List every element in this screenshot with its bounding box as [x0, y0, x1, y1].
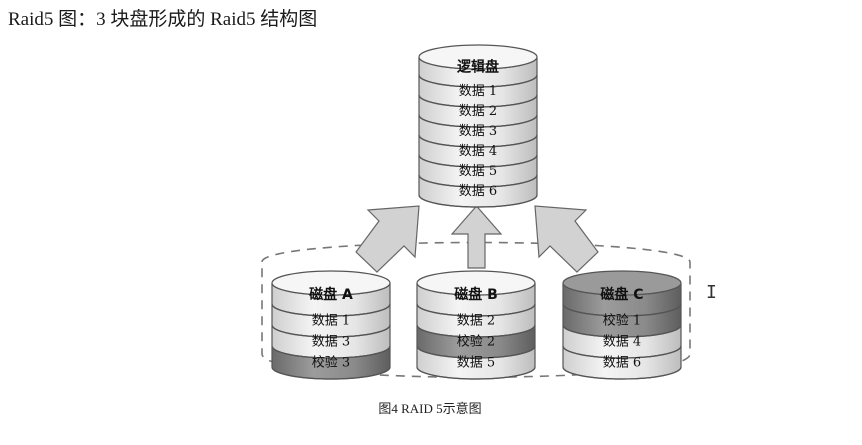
physical-disk-3-layer-label: 数据 4 [603, 335, 641, 350]
physical-disk-2: 磁盘 B 数据 2 校验 2 数据 5 [416, 270, 536, 380]
arrows-group [355, 205, 599, 273]
physical-disk-2-separator [416, 345, 536, 359]
physical-disk-1-top [271, 270, 391, 296]
physical-disks: 磁盘 A 数据 1 数据 3 校验 3 磁盘 B 数据 2 校验 2 数据 5 磁盘 C 校验 1… [271, 270, 682, 380]
logical-disk-cylinder-layer-label: 数据 1 [459, 84, 497, 99]
logical-disk-cylinder-title: 逻辑盘 [457, 58, 499, 75]
logical-disk-cylinder-layer-label: 数据 5 [459, 164, 497, 179]
physical-disk-2-layer-label: 校验 2 [457, 334, 495, 350]
arrow-disk-a-to-logical [355, 205, 420, 273]
physical-disk-1: 磁盘 A 数据 1 数据 3 校验 3 [271, 270, 391, 380]
logical-disk-cylinder-separator [418, 74, 538, 88]
physical-disk-2-layer-label: 数据 2 [457, 314, 495, 329]
logical-disk-cylinder-separator [418, 194, 538, 208]
physical-disk-2-separator [416, 366, 536, 380]
arrow-disk-b-to-logical [450, 205, 503, 269]
logical-disk-cylinder-layer-label: 数据 2 [459, 104, 497, 119]
logical-disk-cylinder-layer-label: 数据 3 [459, 124, 497, 139]
logical-disk-cylinder-layer-label: 数据 6 [459, 184, 497, 199]
physical-disk-1-separator [271, 303, 391, 317]
physical-disk-1-separator [271, 345, 391, 359]
physical-disk-2-separator [416, 303, 536, 317]
logical-disk-cylinder-layer-label: 数据 4 [459, 144, 497, 159]
physical-disk-3-separator [562, 303, 682, 317]
physical-disk-2-separator [416, 324, 536, 338]
physical-disk-1-separator [271, 324, 391, 338]
physical-disk-3-separator [562, 345, 682, 359]
physical-disk-1-separator [271, 366, 391, 380]
physical-disk-3-separator [562, 366, 682, 380]
physical-disk-3-layer-label: 数据 6 [603, 356, 641, 371]
logical-disk-cylinder-separator [418, 154, 538, 168]
logical-disk-cylinder-separator [418, 134, 538, 148]
logical-disk-cylinder-separator [418, 114, 538, 128]
diagram-caption: 图4 RAID 5示意图 [378, 401, 482, 416]
physical-disk-3-layer-label: 校验 1 [603, 313, 641, 329]
physical-disk-2-layer-label: 数据 5 [457, 356, 495, 371]
physical-disk-1-layer-label: 校验 3 [312, 355, 350, 371]
arrow-disk-c-to-logical [534, 205, 599, 273]
logical-disk-cylinder-top [418, 44, 538, 70]
diagram-heading: Raid5 图：3 块盘形成的 Raid5 结构图 [8, 9, 318, 30]
physical-disk-3-top [562, 270, 682, 296]
physical-disk-2-title: 磁盘 B [454, 286, 498, 303]
logical-disk-cylinder-separator [418, 94, 538, 108]
physical-disk-3-title: 磁盘 C [600, 286, 643, 303]
physical-disk-3-separator [562, 324, 682, 338]
physical-disk-1-layer-label: 数据 3 [312, 335, 350, 350]
logical-disk-cylinder-separator [418, 174, 538, 188]
physical-disk-1-title: 磁盘 A [309, 286, 353, 303]
text-cursor-icon: I [706, 282, 717, 303]
physical-disk-3: 磁盘 C 校验 1 数据 4 数据 6 [562, 270, 682, 380]
physical-disk-1-layer-label: 数据 1 [312, 314, 350, 329]
physical-disk-2-top [416, 270, 536, 296]
